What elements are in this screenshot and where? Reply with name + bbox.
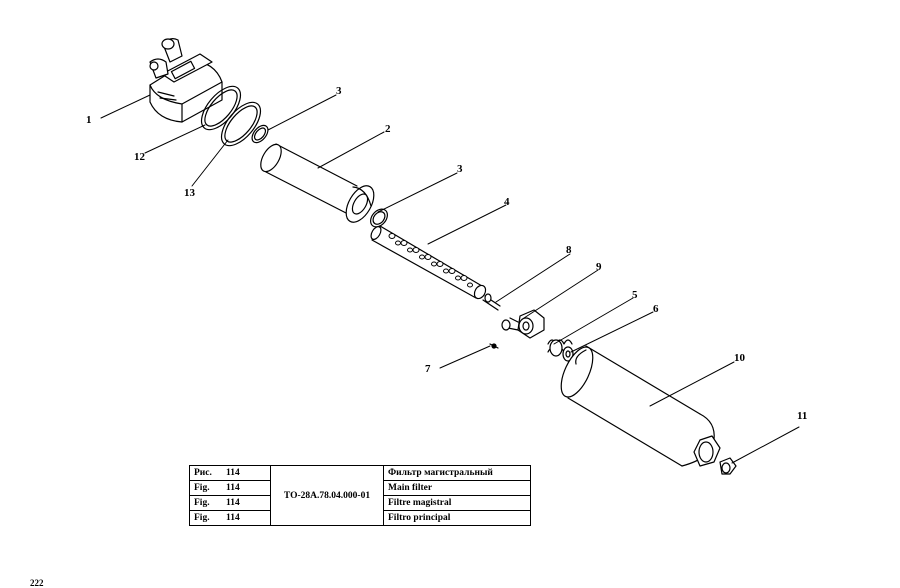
caption-title: Filtro principal (383, 510, 531, 526)
callout-10: 10 (734, 352, 746, 364)
small-o-ring-3-upper (251, 124, 269, 144)
caption-row: Fig. 114 Filtro principal (189, 510, 531, 526)
callout-3-upper: 3 (336, 85, 342, 97)
small-screw-7 (489, 343, 499, 349)
perforated-tube-4 (370, 225, 487, 300)
caption-label: Fig. (189, 510, 222, 526)
caption-row: Рис. 114 ТО-28А.78.04.000-01 Фильтр маги… (189, 465, 531, 526)
callout-8: 8 (566, 244, 572, 256)
page-number: 222 (30, 578, 44, 588)
caption-label: Fig. (189, 495, 222, 511)
small-o-ring-3-lower (370, 208, 388, 228)
caption-table: Рис. 114 ТО-28А.78.04.000-01 Фильтр маги… (189, 465, 531, 526)
caption-figure-number: 114 (222, 495, 271, 511)
bolt-8 (482, 293, 501, 311)
filter-housing-10 (560, 345, 721, 467)
caption-title: Фильтр магистральный (383, 465, 531, 481)
caption-figure-number: 114 (222, 465, 271, 481)
callout-5: 5 (632, 289, 638, 301)
caption-label: Рис. (189, 465, 222, 481)
filter-element-2 (260, 143, 375, 223)
valve-body-9 (501, 309, 545, 339)
caption-label: Fig. (189, 480, 222, 496)
callout-11: 11 (797, 410, 807, 422)
filter-head-part (149, 38, 223, 123)
callout-13: 13 (184, 187, 196, 199)
callout-7: 7 (425, 363, 431, 375)
leader-lines (100, 94, 800, 464)
caption-figure-number: 114 (222, 510, 271, 526)
callout-3-lower: 3 (457, 163, 463, 175)
caption-drawing-code: ТО-28А.78.04.000-01 (270, 465, 384, 526)
washer-6 (562, 346, 574, 362)
drain-plug-11 (719, 457, 737, 475)
callout-12: 12 (134, 151, 146, 163)
callout-1: 1 (86, 114, 92, 126)
caption-title: Main filter (383, 480, 531, 496)
caption-figure-number: 114 (222, 480, 271, 496)
caption-title: Filtre magistral (383, 495, 531, 511)
callout-6: 6 (653, 303, 659, 315)
callout-4: 4 (504, 196, 510, 208)
callout-9: 9 (596, 261, 602, 273)
callout-2: 2 (385, 123, 391, 135)
